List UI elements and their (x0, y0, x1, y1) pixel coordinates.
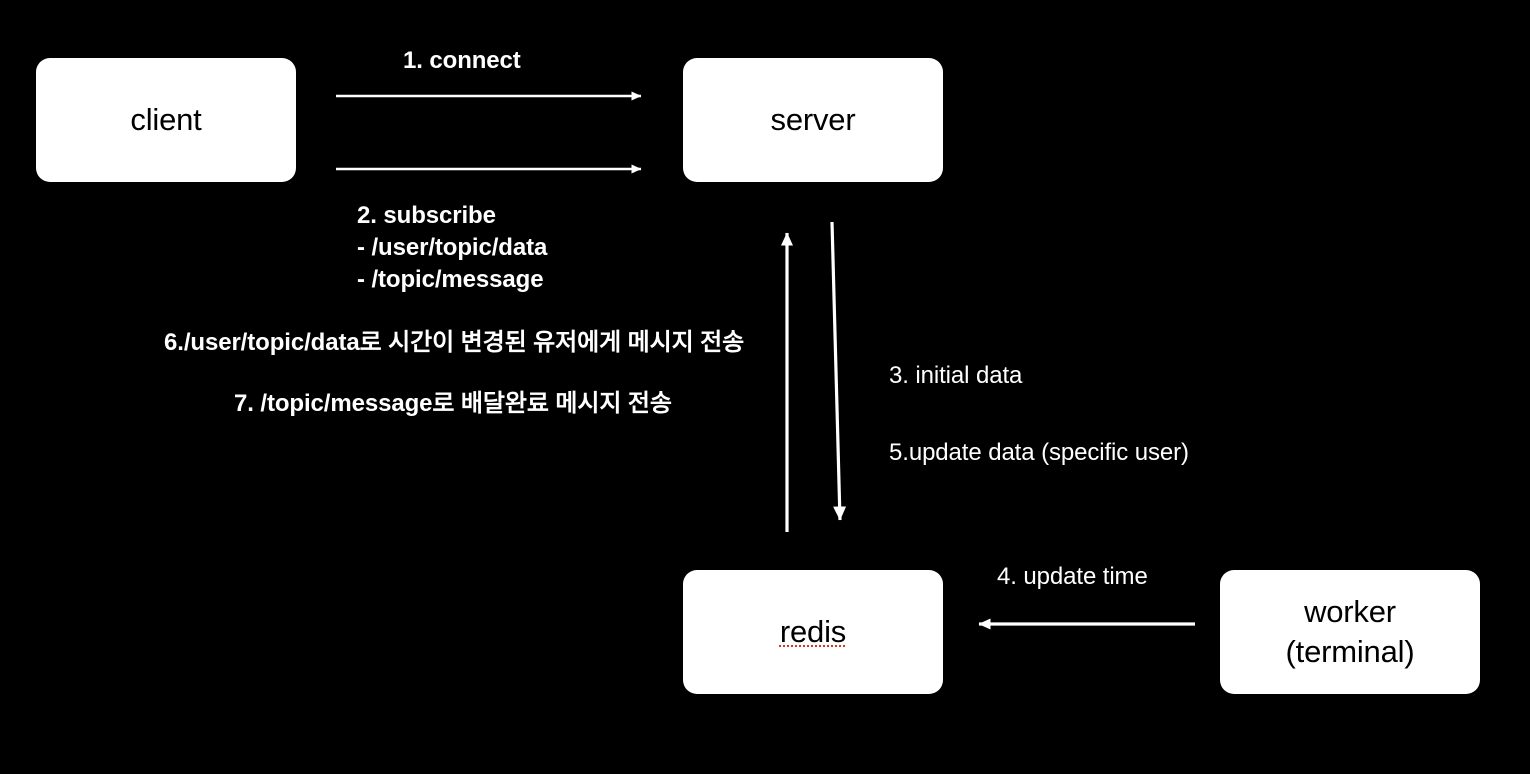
node-client-label: client (130, 102, 202, 138)
node-worker[interactable]: worker (terminal) (1220, 570, 1480, 694)
node-redis[interactable]: redis (683, 570, 943, 694)
node-server[interactable]: server (683, 58, 943, 182)
node-server-label: server (770, 102, 856, 138)
node-redis-label: redis (779, 614, 847, 650)
edge-label-subscribe: 2. subscribe - /user/topic/data - /topic… (357, 202, 548, 294)
edge-label-step-6: 6./user/topic/data로 시간이 변경된 유저에게 메시지 전송 (164, 329, 745, 356)
edge-label-step-7: 7. /topic/message로 배달완료 메시지 전송 (234, 390, 672, 417)
edge-label-update-data: 5.update data (specific user) (889, 439, 1189, 466)
edge-label-initial-data: 3. initial data (889, 362, 1023, 389)
edge-server-to-redis-down (830, 221, 847, 521)
node-client[interactable]: client (36, 58, 296, 182)
edge-label-update-time: 4. update time (997, 563, 1148, 590)
edge-label-connect: 1. connect (403, 47, 521, 74)
node-worker-label: worker (terminal) (1285, 594, 1415, 669)
